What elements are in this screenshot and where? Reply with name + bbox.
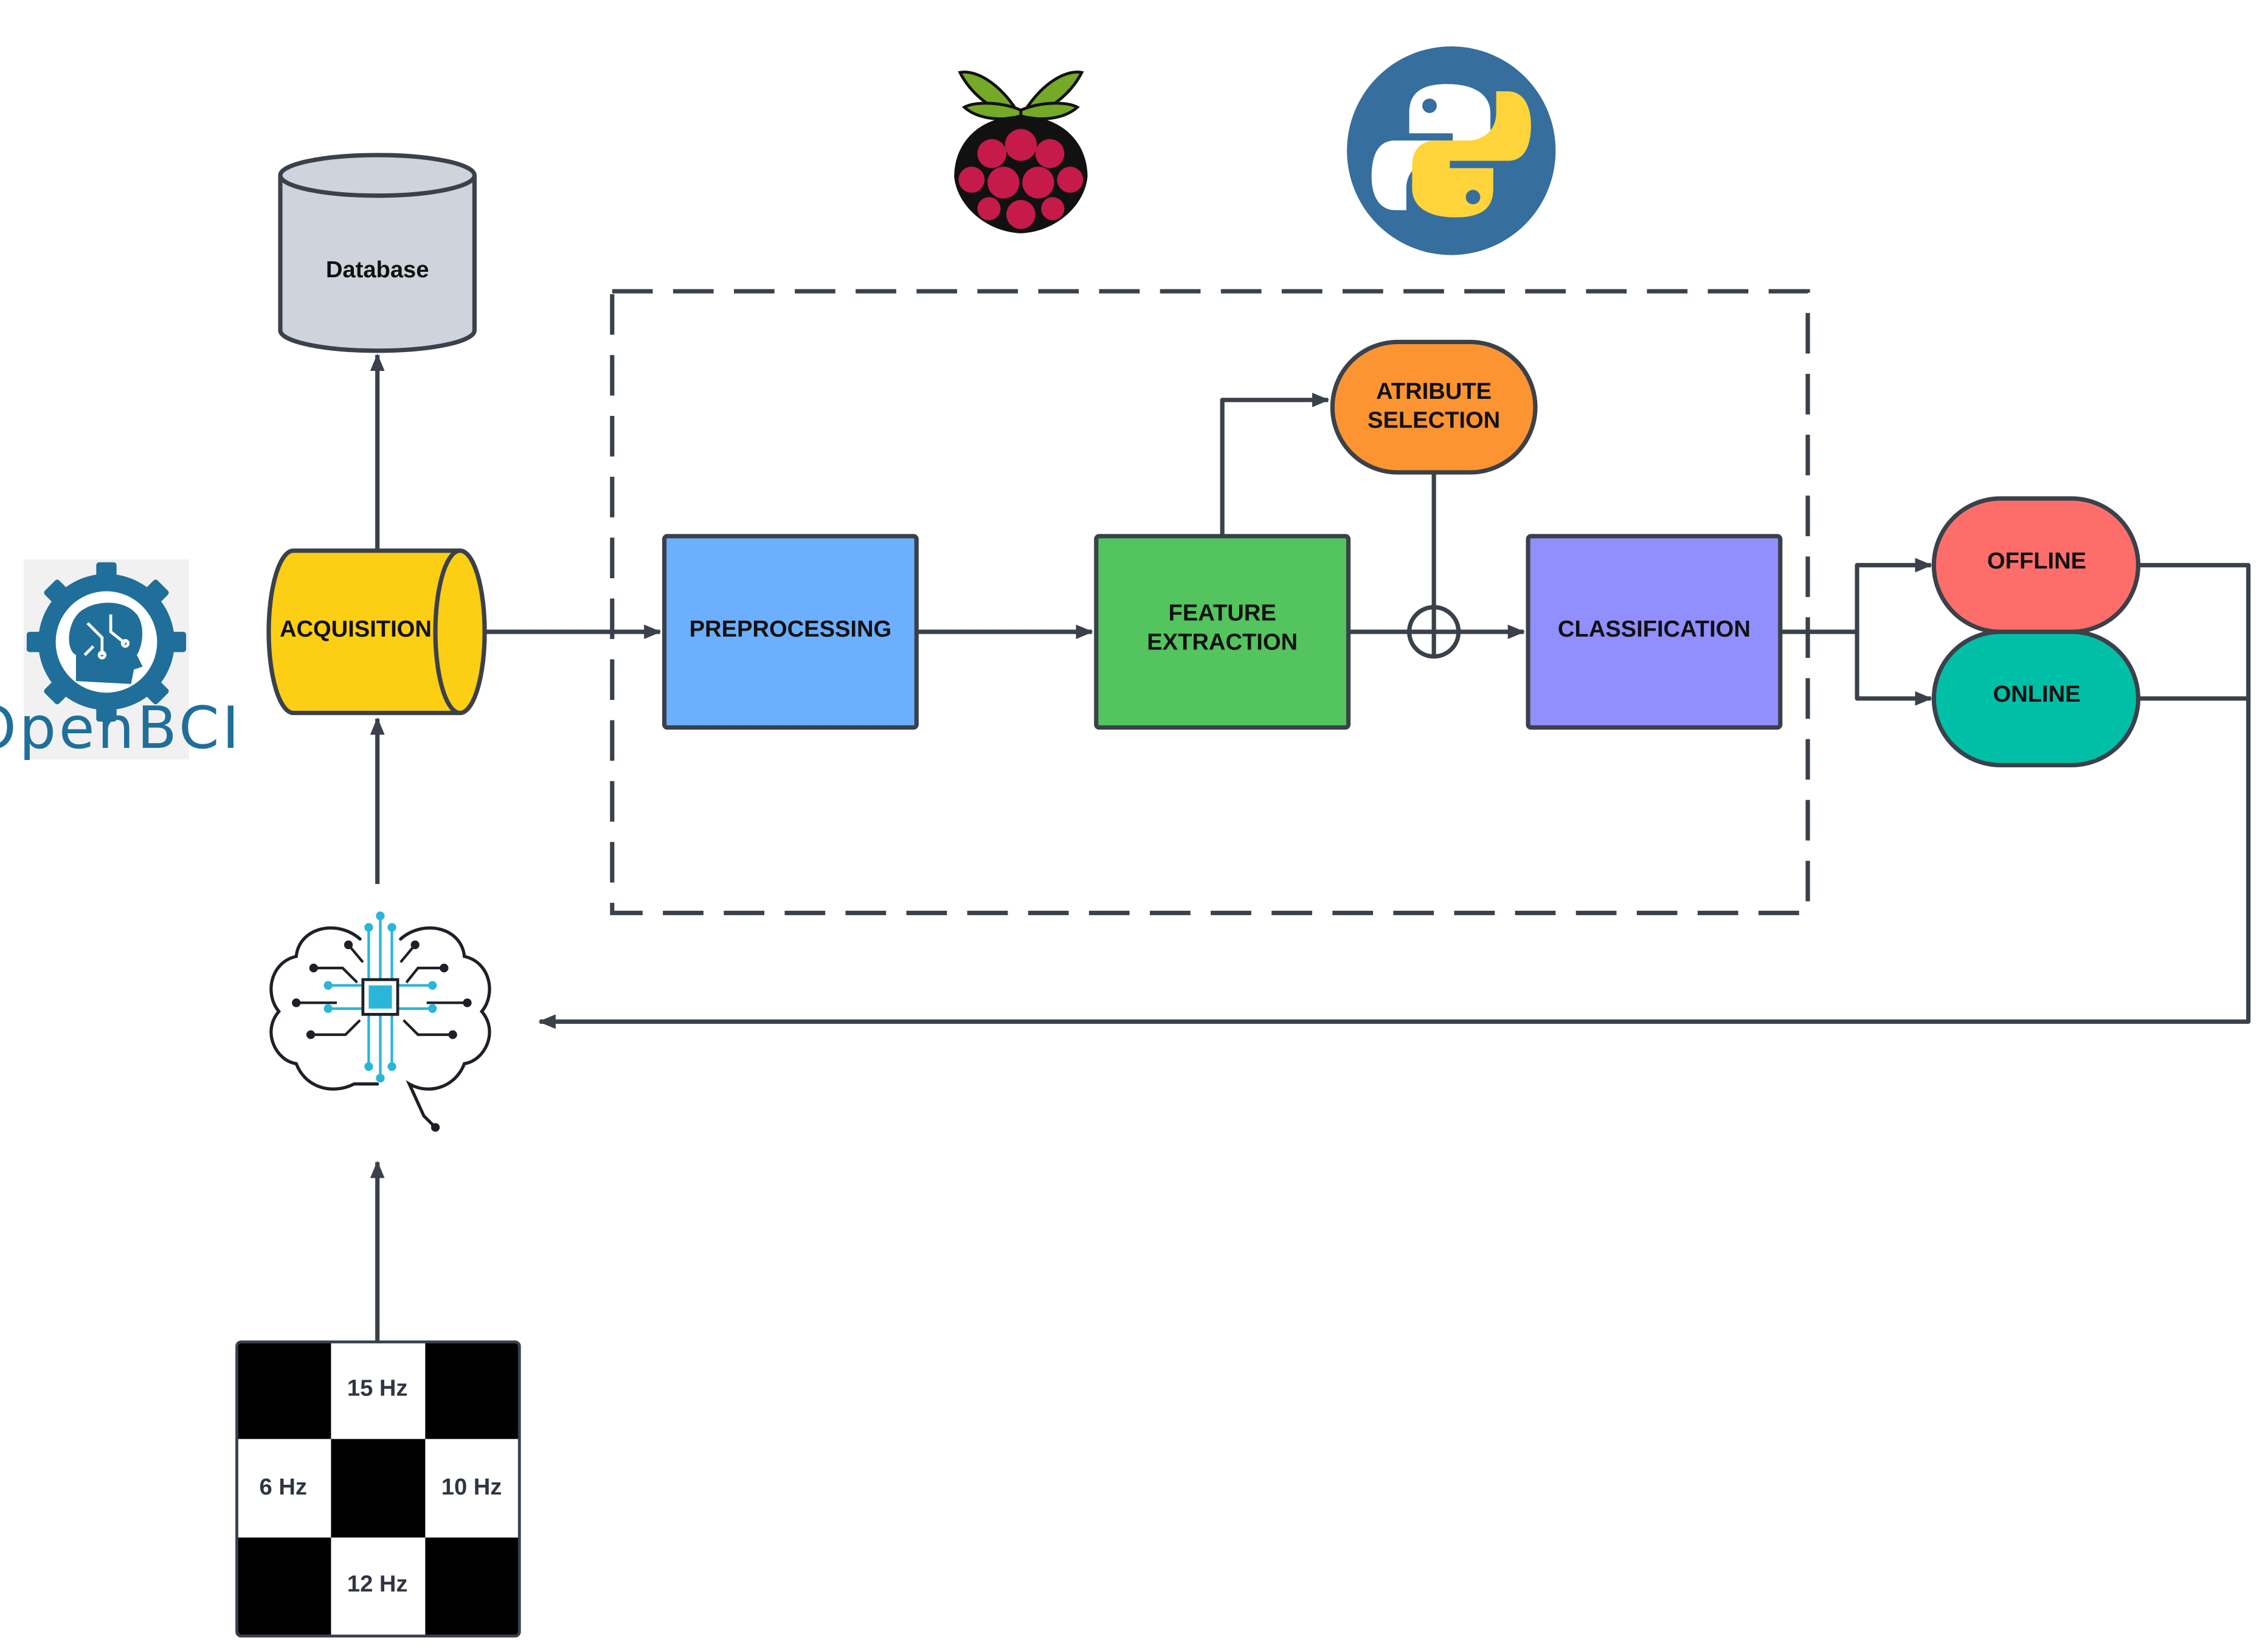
acquisition-node[interactable]: ACQUISITION (266, 548, 487, 716)
database-label: Database (326, 257, 429, 283)
online-label: ONLINE (1993, 681, 2081, 707)
grid-cell-top (331, 1341, 426, 1439)
online-node[interactable]: ONLINE (1931, 629, 2140, 767)
preprocessing-node[interactable]: PREPROCESSING (662, 534, 919, 730)
grid-cell-bottom (331, 1537, 426, 1636)
attribute-selection-label-1: ATRIBUTE (1376, 378, 1492, 404)
stimulus-grid: 15 Hz 6 Hz 10 Hz 12 Hz (235, 1340, 521, 1638)
feature-extraction-label-1: FEATURE (1169, 600, 1276, 626)
python-icon (1347, 46, 1556, 255)
openbci-logo: OpenBCI (0, 559, 242, 762)
edge-split-to-online (1855, 632, 1932, 706)
feature-extraction-node[interactable]: FEATURE EXTRACTION (1094, 534, 1351, 730)
classification-node[interactable]: CLASSIFICATION (1526, 534, 1783, 730)
openbci-wordmark: OpenBCI (0, 695, 242, 762)
grid-label-right: 10 Hz (441, 1474, 502, 1500)
processing-boundary (610, 289, 1810, 916)
attribute-selection-node[interactable]: ATRIBUTE SELECTION (1330, 339, 1538, 475)
classification-label: CLASSIFICATION (1558, 616, 1751, 642)
edge-feature-to-attribute (1220, 392, 1330, 536)
raspberry-pi-icon (954, 71, 1088, 233)
attribute-selection-label-2: SELECTION (1368, 407, 1500, 434)
grid-label-top: 15 Hz (347, 1375, 408, 1401)
offline-node[interactable]: OFFLINE (1931, 496, 2140, 634)
acquisition-label: ACQUISITION (280, 616, 432, 642)
edge-feedback-loop (538, 562, 2251, 1029)
grid-cell-right (425, 1439, 520, 1538)
summing-junction (1407, 605, 1461, 659)
offline-label: OFFLINE (1987, 548, 2086, 574)
preprocessing-label: PREPROCESSING (690, 616, 892, 642)
grid-label-left: 6 Hz (260, 1474, 307, 1500)
database-node[interactable]: Database (278, 153, 477, 353)
grid-cell-left (237, 1439, 331, 1538)
brain-circuit-icon (269, 911, 491, 1132)
grid-label-bottom: 12 Hz (347, 1571, 408, 1597)
edge-split-to-offline (1855, 558, 1932, 632)
feature-extraction-label-2: EXTRACTION (1147, 629, 1298, 655)
